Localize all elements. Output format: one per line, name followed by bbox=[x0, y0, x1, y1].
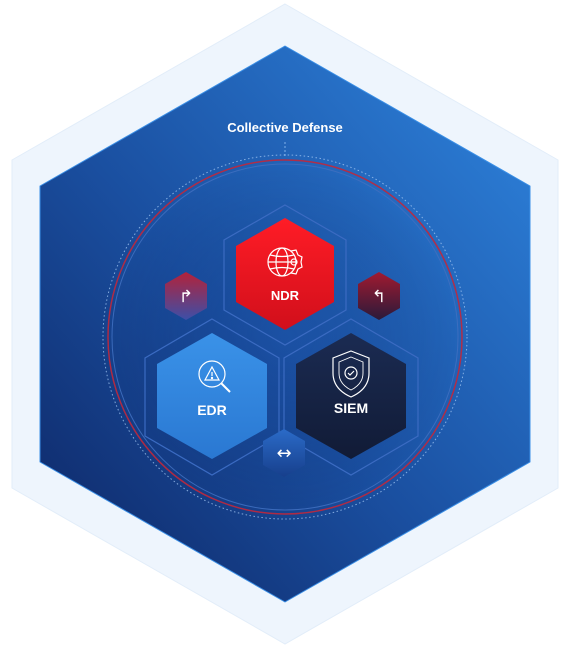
arrow-turn-right-icon: ↱ bbox=[179, 287, 193, 307]
node-siem[interactable]: SIEM bbox=[283, 318, 419, 476]
connector-left-hexagon bbox=[165, 272, 207, 320]
outer-dotted-ring bbox=[102, 154, 468, 520]
connector-edr-siem: ↔ bbox=[263, 429, 305, 477]
connector-bottom-hexagon bbox=[263, 429, 305, 477]
siem-hexagon-outline bbox=[283, 318, 419, 476]
globe-gear-icon bbox=[267, 247, 303, 277]
diagram-title: Collective Defense bbox=[227, 120, 343, 135]
edr-hexagon bbox=[157, 333, 267, 459]
accent-ring bbox=[107, 159, 463, 515]
connector-siem-to-ndr: ↰ bbox=[358, 272, 400, 320]
edr-label: EDR bbox=[197, 402, 227, 418]
connector-edr-to-ndr: ↱ bbox=[165, 272, 207, 320]
siem-label: SIEM bbox=[334, 400, 368, 416]
double-arrow-icon: ↔ bbox=[276, 443, 291, 464]
siem-hexagon bbox=[296, 333, 406, 459]
node-ndr[interactable]: NDR bbox=[223, 204, 347, 346]
node-edr[interactable]: EDR bbox=[144, 318, 280, 476]
ndr-label: NDR bbox=[271, 288, 300, 303]
shield-check-icon bbox=[332, 350, 370, 398]
edr-hexagon-outline bbox=[144, 318, 280, 476]
alert-magnifier-icon bbox=[198, 360, 231, 393]
ndr-hexagon-outline bbox=[223, 204, 347, 346]
connector-right-hexagon bbox=[358, 272, 400, 320]
arrow-turn-left-icon: ↰ bbox=[372, 287, 386, 307]
